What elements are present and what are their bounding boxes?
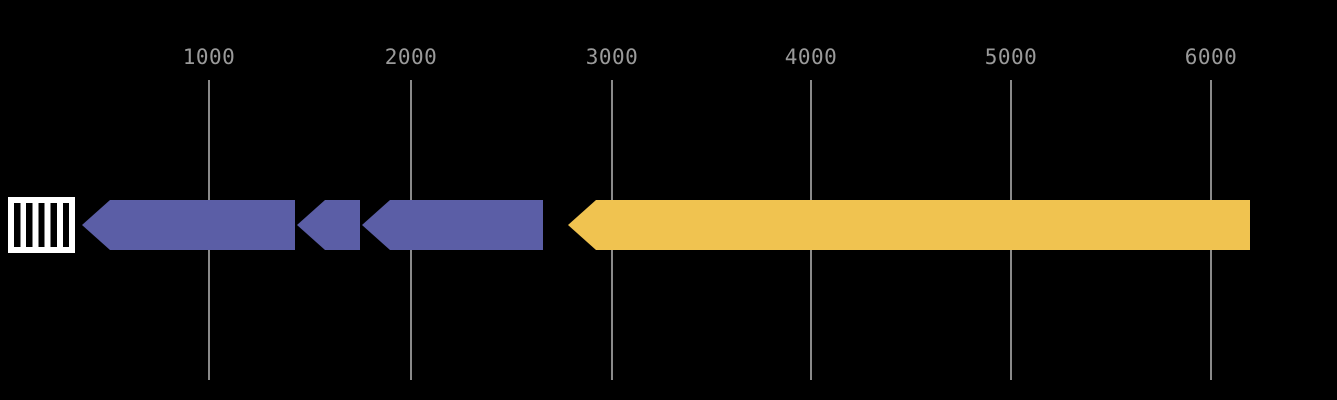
feature-4[interactable] [568,200,1250,250]
feature-3[interactable] [362,200,543,250]
feature-track [0,200,1337,250]
feature-1[interactable] [82,200,295,250]
tick-label-5000: 5000 [984,45,1038,69]
tick-label-3000: 3000 [585,45,639,69]
tick-label-1000: 1000 [182,45,236,69]
contig-break-marker [8,197,75,253]
tick-label-4000: 4000 [784,45,838,69]
tick-label-6000: 6000 [1184,45,1238,69]
feature-2[interactable] [297,200,360,250]
hatch-pattern [14,203,69,247]
tick-label-2000: 2000 [384,45,438,69]
